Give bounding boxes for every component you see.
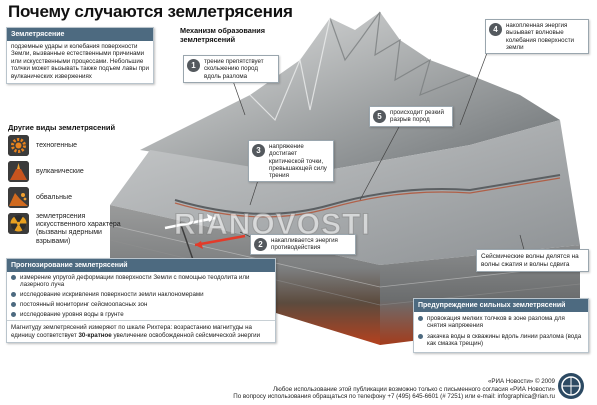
- callout-1: 1 трение препятствует скольжению пород в…: [183, 55, 279, 83]
- bullet-icon: [418, 333, 423, 339]
- type-label: техногенные: [36, 142, 78, 149]
- list-item: закачка воды в скважины вдоль линии разл…: [418, 333, 584, 348]
- slip-arrow-right: [194, 234, 246, 247]
- warning-box: Предупреждение сильных землетрясений про…: [413, 298, 589, 354]
- list-item: постоянный мониторинг сейсмоопасных зон: [11, 301, 271, 308]
- forecast-heading: Прогнозирование землетрясений: [7, 259, 275, 272]
- callout-number: 4: [489, 23, 502, 36]
- bullet-icon: [11, 275, 16, 280]
- footer-usage: Любое использование этой публикации возм…: [273, 385, 555, 393]
- slip-arrow-left: [164, 216, 216, 230]
- forecast-box: Прогнозирование землетрясений измерение …: [6, 258, 276, 344]
- mechanism-title: Механизм образования землетрясений: [180, 26, 265, 44]
- footer-contact: По вопросу использования обращаться по т…: [233, 393, 555, 401]
- callout-text: происходит резкий разрыв пород: [390, 109, 444, 124]
- footer-copyright: «РИА Новости» © 2009: [487, 378, 555, 385]
- callout-text: накопленная энергия вызывает волновые ко…: [506, 22, 575, 51]
- type-item-volcanic: вулканические: [8, 161, 138, 183]
- type-label: обвальные: [36, 194, 72, 201]
- bullet-icon: [418, 316, 423, 321]
- callout-number: 1: [187, 59, 200, 72]
- earthquake-heading: Землетрясение: [7, 28, 153, 41]
- callout-4: 4 накопленная энергия вызывает волновые …: [485, 19, 589, 55]
- landslide-icon: [8, 187, 29, 208]
- bullet-icon: [11, 301, 16, 307]
- callout-number: 3: [252, 144, 265, 157]
- seismic-waves-note: Сейсмические волны делятся на волны сжат…: [476, 249, 589, 273]
- list-item: измерение упругой деформации поверхности…: [11, 274, 271, 289]
- warning-heading: Предупреждение сильных землетрясений: [414, 299, 588, 312]
- footer: «РИА Новости» © 2009 Любое использование…: [155, 378, 555, 401]
- type-label: вулканические: [36, 168, 84, 175]
- list-item: провокация мелких толчков в зоне разлома…: [418, 315, 584, 330]
- magnitude-note: Магнитуду землетрясений измеряют по шкал…: [7, 320, 275, 342]
- type-item-nuclear: землетрясения искусственного характера (…: [8, 213, 138, 249]
- bullet-icon: [11, 292, 16, 298]
- ria-logo-icon: [558, 373, 584, 399]
- volcano-icon: [8, 161, 29, 182]
- list-item: исследование уровня воды в грунте: [11, 311, 271, 318]
- bullet-icon: [11, 311, 16, 317]
- list-item: исследование искривления поверхности зем…: [11, 291, 271, 298]
- callout-text: напряжение достигает критической точки, …: [269, 143, 327, 180]
- forecast-list: измерение упругой деформации поверхности…: [7, 272, 275, 318]
- earthquake-definition-text: подземные удары и колебания поверхности …: [11, 43, 149, 80]
- callout-2: 2 накапливается энергия противодействия: [250, 234, 356, 255]
- ground-surface: [110, 120, 580, 265]
- watermark: RIANOVOSTI: [174, 208, 371, 242]
- callout-3: 3 напряжение достигает критической точки…: [248, 140, 334, 183]
- type-label: землетрясения искусственного характера (…: [36, 213, 121, 245]
- other-types-heading: Другие виды землетрясений: [8, 123, 116, 132]
- mountain-range: [140, 12, 560, 175]
- page-title: Почему случаются землетрясения: [8, 2, 293, 21]
- callout-5: 5 происходит резкий разрыв пород: [369, 106, 453, 127]
- callout-text: трение препятствует скольжению пород вдо…: [204, 58, 264, 80]
- warning-list: провокация мелких толчков в зоне разлома…: [414, 312, 588, 352]
- radiation-icon: [8, 213, 29, 234]
- gear-icon: [8, 135, 29, 156]
- callout-number: 5: [373, 110, 386, 123]
- fault-line: [174, 174, 561, 215]
- callout-text: накапливается энергия противодействия: [271, 237, 338, 252]
- type-item-technogenic: техногенные: [8, 135, 138, 157]
- earthquake-definition-box: Землетрясение подземные удары и колебани…: [6, 27, 154, 85]
- type-item-landslide: обвальные: [8, 187, 138, 209]
- callout-number: 2: [254, 238, 267, 251]
